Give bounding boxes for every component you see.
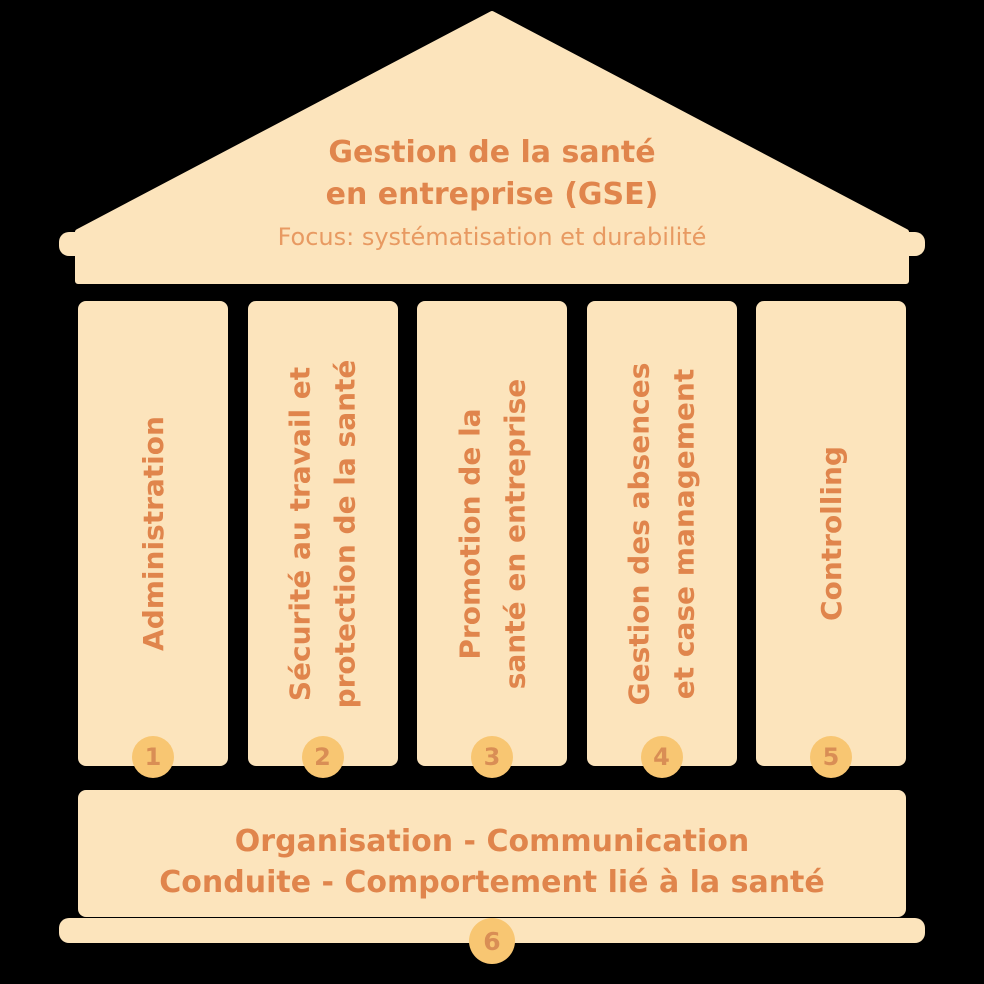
pillar-label: Controlling	[814, 446, 848, 621]
pillars-row: Administration 1 Sécurité au travail et …	[78, 301, 906, 778]
pillar-number-badge: 4	[640, 736, 683, 778]
foundation-block: Organisation - Communication Conduite - …	[78, 790, 906, 917]
pillar-promotion-sante: Promotion de la santé en entreprise 3	[417, 301, 567, 778]
pillar-number-badge: 1	[132, 736, 174, 778]
pillar-number-badge: 2	[301, 736, 344, 778]
pillar-label: Sécurité au travail et protection de la …	[283, 359, 362, 708]
foundation-number-badge: 6	[469, 918, 515, 964]
pediment-subtitle: Focus: systématisation et durabilité	[277, 223, 707, 251]
pediment-title: Gestion de la santé en entreprise (GSE)	[325, 135, 659, 212]
pillar-number-badge: 5	[810, 736, 852, 778]
pillar-controlling: Controlling 5	[756, 301, 906, 778]
pillar-administration: Administration 1	[78, 301, 228, 778]
pillar-label: Promotion de la santé en entreprise	[453, 378, 532, 689]
pillar-label: Administration	[136, 416, 170, 651]
foundation-label: Organisation - Communication Conduite - …	[159, 823, 825, 900]
pillar-securite-travail: Sécurité au travail et protection de la …	[247, 301, 398, 778]
pillar-label: Gestion des absences et case management	[622, 362, 701, 705]
pillar-gestion-absences: Gestion des absences et case management …	[586, 301, 737, 778]
pillar-number-badge: 3	[471, 736, 513, 778]
pediment-roof-shape	[59, 11, 925, 284]
pediment-triangle	[75, 11, 909, 284]
